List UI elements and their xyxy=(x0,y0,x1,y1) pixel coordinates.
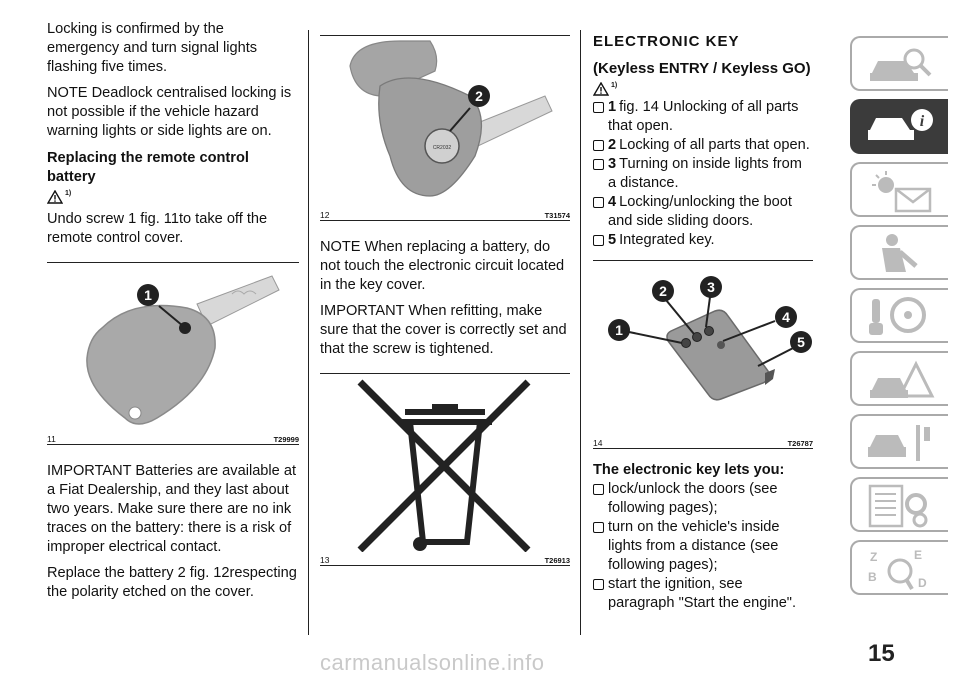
car-info-icon: i xyxy=(868,109,933,140)
warning-triangle-icon xyxy=(47,190,63,204)
warning-ref-number: 1) xyxy=(65,190,72,197)
section-title: ELECTRONIC KEY xyxy=(593,33,740,50)
column-divider xyxy=(308,30,309,635)
index-search-icon: Z E B D xyxy=(868,548,927,591)
tab-servicing-care[interactable] xyxy=(850,414,948,469)
spec-list-gear-icon xyxy=(868,484,928,528)
paragraph: IMPORTANT Batteries are available at a F… xyxy=(47,463,297,555)
figure-12: CR2032 2 12 T31574 xyxy=(320,35,570,221)
key-battery-illustration: CR2032 2 xyxy=(349,40,553,197)
car-breakdown-icon xyxy=(870,360,935,398)
paragraph: NOTE Deadlock centralised locking is not… xyxy=(47,85,292,139)
figure-number: 11 xyxy=(47,434,56,444)
paragraph: IMPORTANT When refitting, make sure that… xyxy=(320,303,567,357)
callout-number: 5 xyxy=(797,334,805,350)
figure-caption: 12 T31574 xyxy=(320,209,570,221)
caption-rule xyxy=(320,220,570,221)
figure-code: T29999 xyxy=(273,435,299,444)
warning-reference: 1) xyxy=(593,82,813,96)
key-fob-illustration: 1 xyxy=(86,275,280,425)
figure-number: 12 xyxy=(320,210,330,220)
page-number: 15 xyxy=(868,640,895,667)
tab-index[interactable]: Z E B D xyxy=(850,540,948,595)
caption-rule xyxy=(320,565,570,566)
callout-number: 4 xyxy=(782,309,790,325)
warning-ref-number: 1) xyxy=(611,82,618,89)
figure-13: 13 T26913 xyxy=(320,373,570,566)
caption-rule xyxy=(47,444,299,445)
svg-text:E: E xyxy=(914,548,922,562)
svg-text:CR2032: CR2032 xyxy=(433,145,452,151)
figure-caption: 13 T26913 xyxy=(320,554,570,566)
checkbox-bullet-icon xyxy=(593,102,604,113)
checkbox-bullet-icon xyxy=(593,484,604,495)
callout-number: 2 xyxy=(659,283,667,299)
figure-11: 1 11 T29999 xyxy=(47,262,299,445)
caption-rule xyxy=(593,448,813,449)
checkbox-bullet-icon xyxy=(593,197,604,208)
tab-getting-to-know-car[interactable]: i xyxy=(850,99,948,154)
figure-number: 14 xyxy=(593,438,603,448)
tab-dashboard-search[interactable] xyxy=(850,36,948,91)
checkbox-bullet-icon xyxy=(593,579,604,590)
figure-code: T31574 xyxy=(544,211,570,220)
tab-in-emergency[interactable] xyxy=(850,351,948,406)
svg-text:D: D xyxy=(918,576,927,590)
list-item: start the ignition, see paragraph "Start… xyxy=(593,575,813,613)
column-left: Locking is confirmed by the emergency an… xyxy=(47,0,299,602)
figure-number: 13 xyxy=(320,555,330,565)
list-item: lock/unlock the doors (see following pag… xyxy=(593,480,813,518)
warning-light-envelope-icon xyxy=(872,171,932,213)
checkbox-bullet-icon xyxy=(593,522,604,533)
column-middle: CR2032 2 12 T31574 NOTE When replacing a… xyxy=(320,0,570,566)
keycard-illustration: 1 2 3 4 xyxy=(608,276,802,401)
figure-14: 1 2 3 4 5 14 T26787 xyxy=(593,260,813,449)
svg-text:i: i xyxy=(920,113,925,130)
car-tools-icon xyxy=(868,425,930,461)
key-steering-wheel-icon xyxy=(869,297,926,335)
warning-reference: 1) xyxy=(47,190,299,204)
paragraph: Replace the battery 2 fig. 12respecting … xyxy=(47,565,297,600)
svg-text:Z: Z xyxy=(870,550,877,564)
tab-technical-specs[interactable] xyxy=(850,477,948,532)
paragraph: NOTE When replacing a battery, do not to… xyxy=(320,239,565,293)
callout-number: 1 xyxy=(615,322,623,338)
section-heading: The electronic key lets you: xyxy=(593,462,785,478)
watermark: carmanualsonline.info xyxy=(320,650,545,675)
callout-number: 3 xyxy=(707,279,715,295)
column-divider xyxy=(580,30,581,635)
paragraph: Undo screw 1 fig. 11to take off the remo… xyxy=(47,211,268,246)
tab-warning-lights[interactable] xyxy=(850,162,948,217)
callout-number: 1 xyxy=(144,287,152,303)
figure-caption: 14 T26787 xyxy=(593,437,813,449)
warning-triangle-icon xyxy=(593,82,609,96)
tab-safety[interactable] xyxy=(850,225,948,280)
column-right: ELECTRONIC KEY (Keyless ENTRY / Keyless … xyxy=(593,0,813,613)
figure-code: T26787 xyxy=(787,439,813,448)
callout-number: 2 xyxy=(475,88,483,104)
checkbox-bullet-icon xyxy=(593,235,604,246)
crossed-bin-icon xyxy=(357,379,531,552)
paragraph: Locking is confirmed by the emergency an… xyxy=(47,21,258,75)
checkbox-bullet-icon xyxy=(593,159,604,170)
airbag-seat-icon xyxy=(882,234,918,272)
figure-code: T26913 xyxy=(544,556,570,565)
list-item: turn on the vehicle's inside lights from… xyxy=(593,518,813,575)
tab-starting-driving[interactable] xyxy=(850,288,948,343)
svg-text:B: B xyxy=(868,570,877,584)
section-heading: Replacing the remote control battery xyxy=(47,150,249,185)
chapter-tabs: i xyxy=(850,36,950,603)
callout-5-badge: 5 xyxy=(790,331,812,353)
section-subtitle: (Keyless ENTRY / Keyless GO) xyxy=(593,60,811,77)
figure-caption: 11 T29999 xyxy=(47,433,299,445)
checkbox-bullet-icon xyxy=(593,140,604,151)
car-search-icon xyxy=(870,48,932,81)
